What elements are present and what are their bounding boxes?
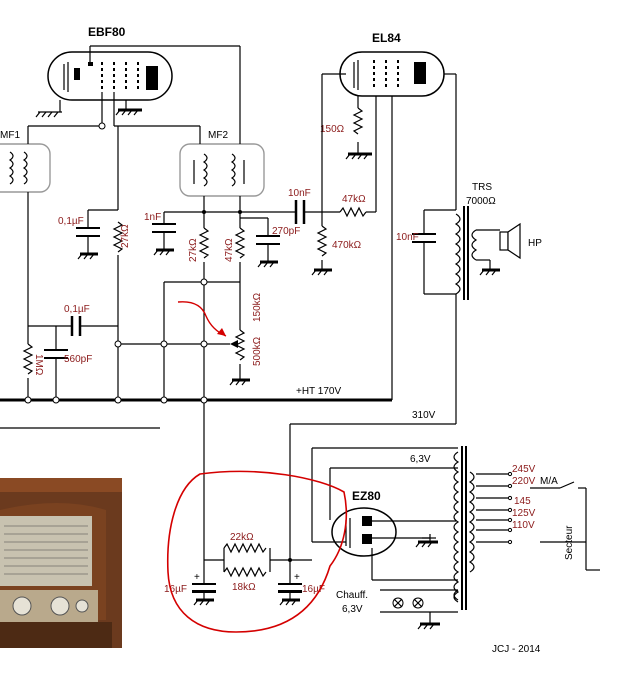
r150k-label: 150kΩ [252,292,263,322]
r27k-mid-label: 27kΩ [188,238,199,262]
mf1-label: MF1 [0,130,20,141]
ebf80-label: EBF80 [88,25,126,39]
r27k-left-label: 27kΩ [120,224,131,248]
svg-text:+: + [294,572,300,583]
wiring-lower-mid: 0,1µF 1MΩ 560pF 150kΩ 500kΩ [22,192,263,400]
ebf80-tube: EBF80 [47,25,173,101]
v125-label: 125V [512,508,536,519]
v245-label: 245V [512,464,536,475]
r22k-label: 22kΩ [230,532,254,543]
trs-transformer: 10nF TRS 7000Ω HP [396,182,542,300]
radio-photo [0,478,122,648]
ma-label: M/A [540,476,558,487]
r18k-label: 18kΩ [232,582,256,593]
signature: JCJ - 2014 [492,644,541,655]
c1nf-label: 1nF [144,212,161,223]
r470k-label: 470kΩ [332,240,362,251]
ht-label: +HT 170V [296,386,341,397]
c10nf-top-label: 10nF [288,188,311,199]
chauff-label: Chauff. [336,590,368,601]
wiring-top [27,45,457,212]
r47k-mid-label: 47kΩ [224,238,235,262]
v63-top-label: 6,3V [410,454,431,465]
mf2-label: MF2 [208,130,228,141]
v310-label: 310V [412,410,436,421]
trs-imp-label: 7000Ω [466,196,496,207]
ht-rail: +HT 170V [0,96,393,429]
heater-circuit: Chauff. 6,3V [336,589,459,630]
trs-label: TRS [472,182,492,193]
el84-cathode: 150Ω [320,96,372,160]
r150-label: 150Ω [320,124,345,135]
c270-label: 270pF [272,226,300,237]
r1m-label: 1MΩ [33,354,44,376]
c560-label: 560pF [64,354,92,365]
wiring-mid: 1nF 27kΩ 47kΩ 270pF 10nF 47kΩ 470kΩ [144,96,377,400]
c01-mid-label: 0,1µF [64,304,90,315]
svg-text:+: + [194,572,200,583]
c16-left-label: 16µF [164,584,187,595]
el84-label: EL84 [372,31,401,45]
ez80-label: EZ80 [352,489,381,503]
pot500k-label: 500kΩ [252,336,263,366]
mf1-transformer: MF1 [0,130,51,193]
v63-bot-label: 6,3V [342,604,363,615]
r47k-top-label: 47kΩ [342,194,366,205]
ebf80-grounds [35,92,142,126]
junctions [24,122,208,404]
wiring-310v: 310V [203,294,457,560]
power-wiring: 6,3V [290,447,458,581]
ez80-tube: EZ80 [331,489,397,557]
c16-right-label: 16µF [302,584,325,595]
filter-section: 22kΩ 18kΩ + 16µF + 16µF [164,532,325,606]
el84-tube: EL84 [339,31,445,97]
v110-label: 110V [512,520,535,531]
power-transformer: 245V 220V M/A 145 125V 110V Secteur [453,446,600,610]
wiring-mid-left: 0,1µF 27kΩ [58,126,131,400]
red-annotation [166,301,348,633]
c10nf-trs-label: 10nF [396,232,419,243]
hp-label: HP [528,238,542,249]
mf2-transformer: MF2 [179,130,265,197]
v145-label: 145 [514,496,531,507]
v220-label: 220V [512,476,536,487]
c01-top-label: 0,1µF [58,216,84,227]
secteur-label: Secteur [564,525,575,560]
